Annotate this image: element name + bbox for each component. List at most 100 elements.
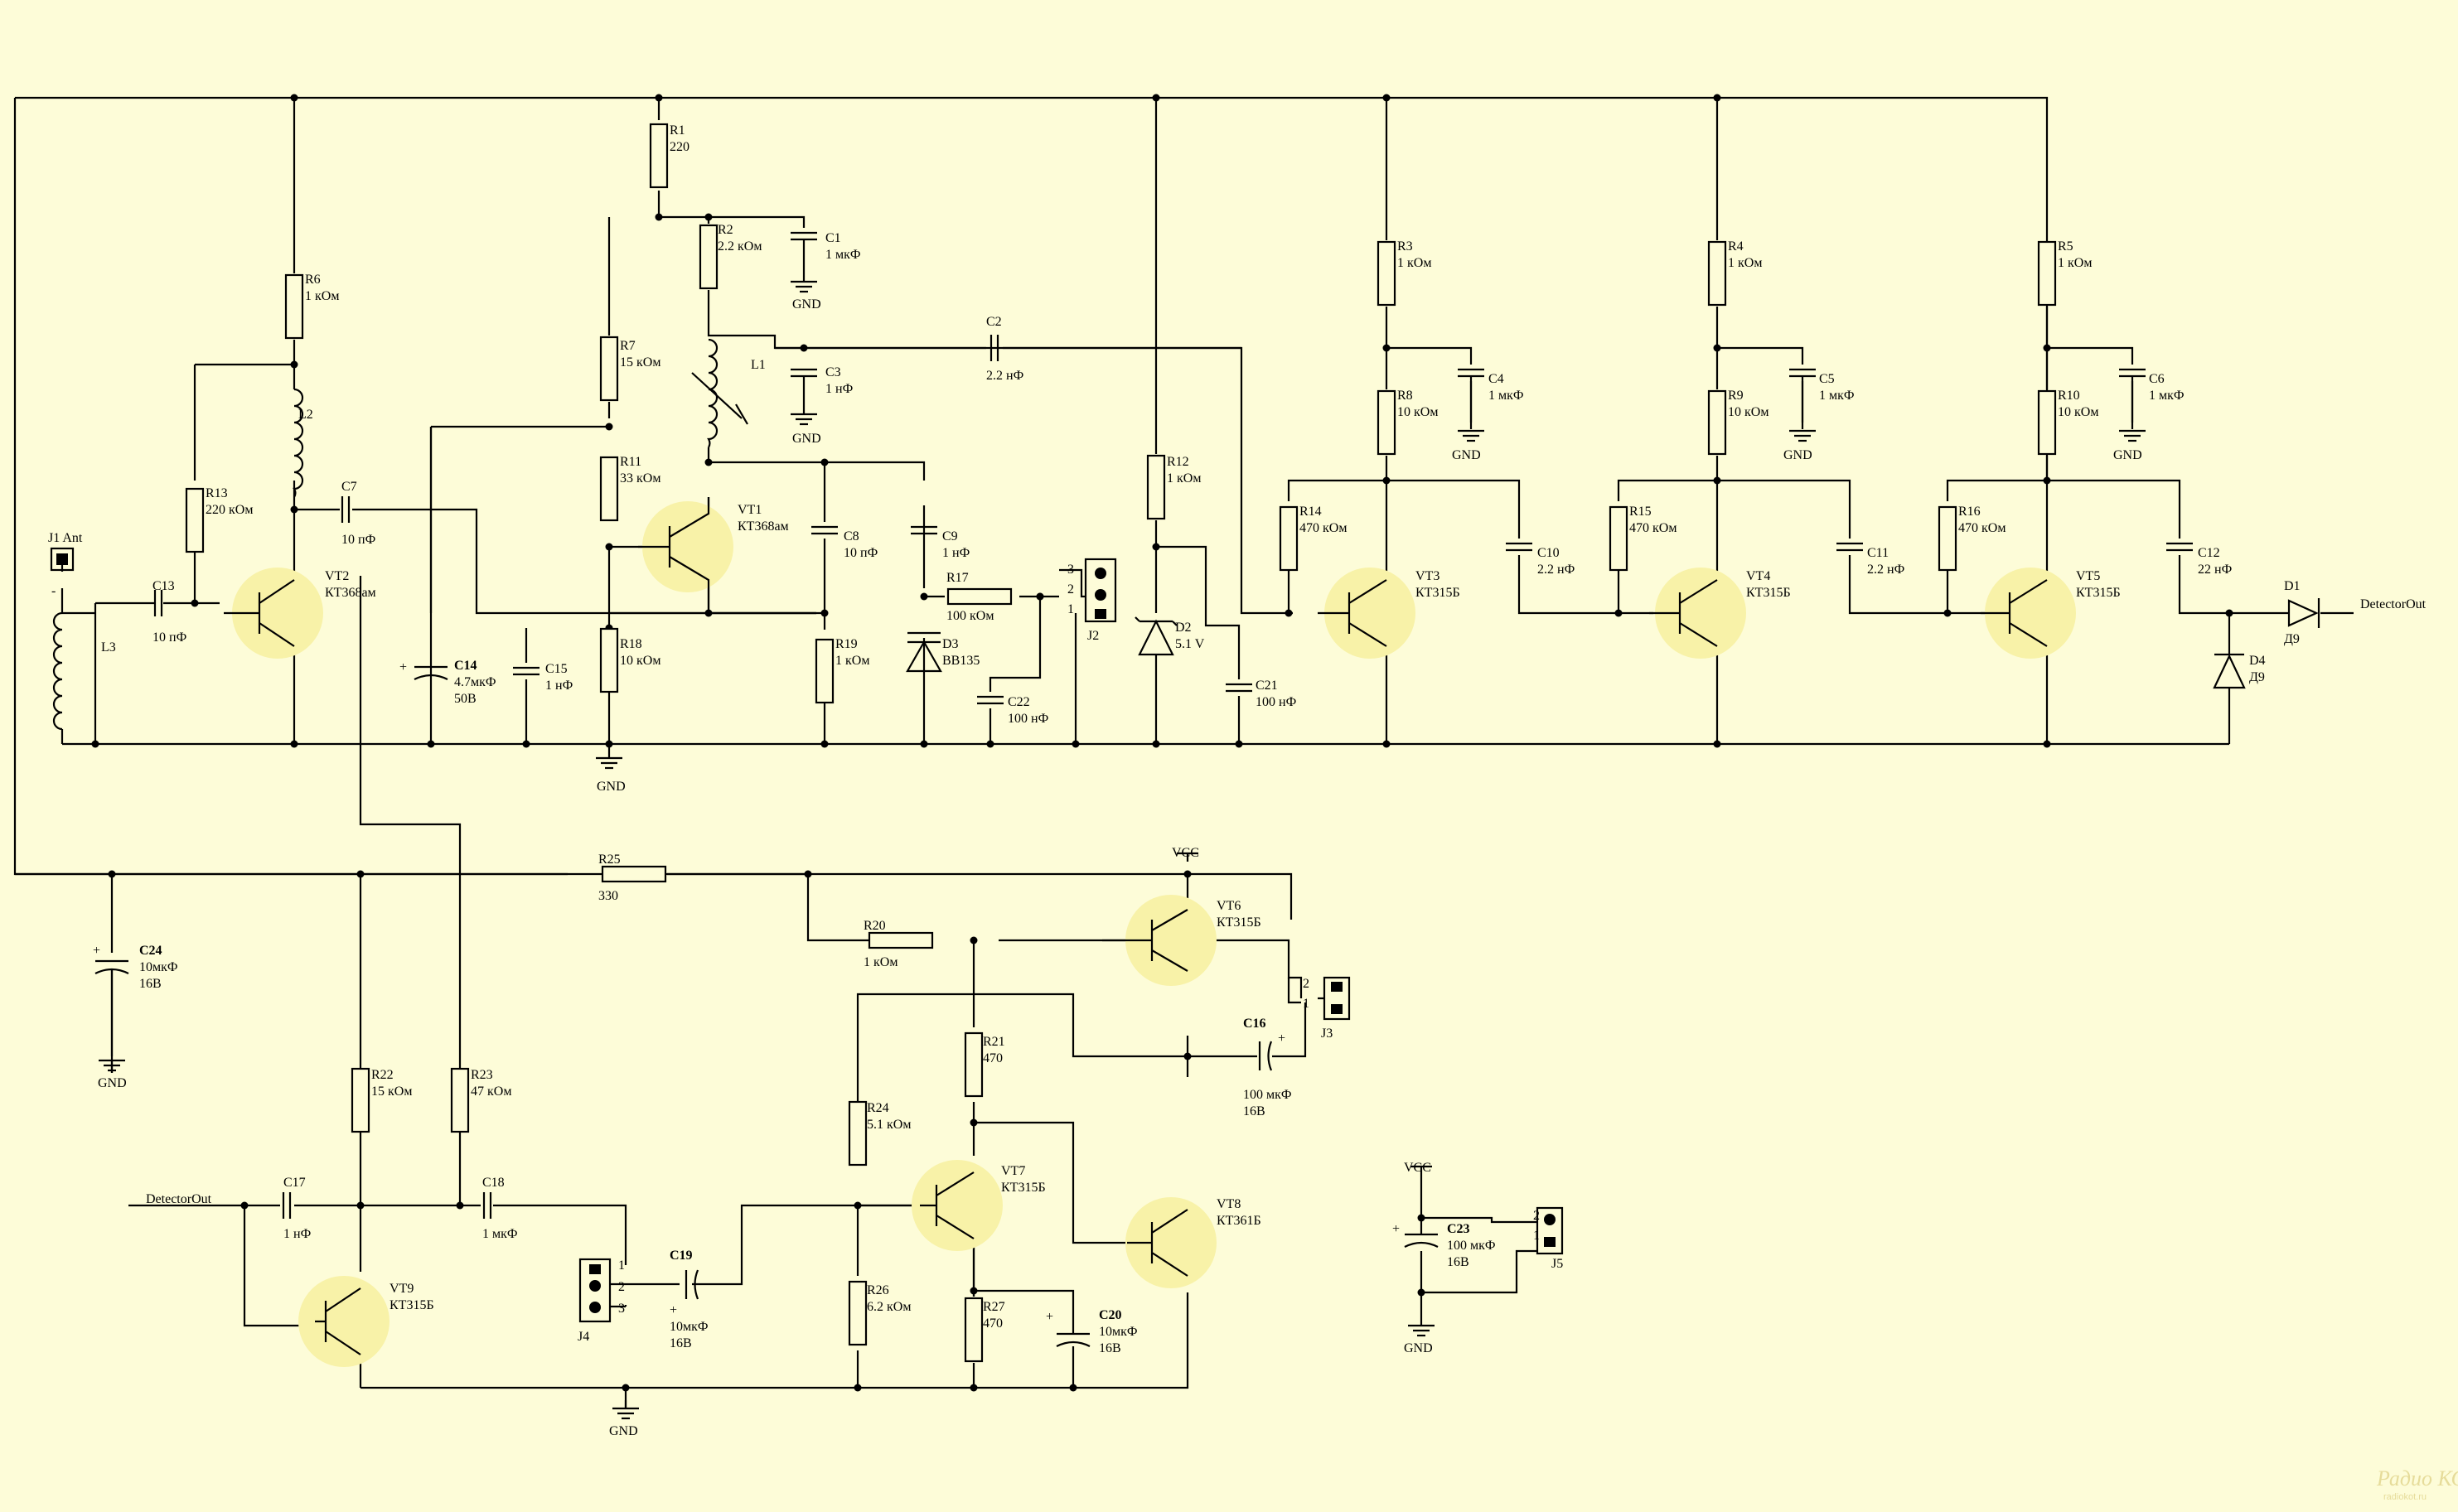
gnd-c4: GND bbox=[1452, 448, 1481, 462]
vt1-symbol bbox=[638, 497, 733, 613]
value-c6: 1 мкФ bbox=[2149, 389, 2185, 403]
connectors bbox=[50, 547, 1564, 1323]
value-c18: 1 мкФ bbox=[482, 1227, 518, 1241]
value-c22: 100 нФ bbox=[1008, 712, 1048, 726]
value-c7: 10 пФ bbox=[341, 533, 375, 547]
label-c15: C15 bbox=[545, 662, 568, 676]
value-c8: 10 пФ bbox=[844, 546, 878, 560]
value-c11: 2.2 нФ bbox=[1867, 563, 1904, 577]
value-r12: 1 кОм bbox=[1167, 471, 1201, 485]
vt5-symbol bbox=[1981, 568, 2076, 659]
label-c23: C23 bbox=[1447, 1222, 1470, 1236]
value-vt1: КТ368ам bbox=[738, 519, 789, 534]
value-r1: 220 bbox=[670, 140, 689, 154]
value-r4: 1 кОм bbox=[1728, 256, 1762, 270]
label-r6: R6 bbox=[305, 273, 321, 287]
value-r11: 33 кОм bbox=[620, 471, 660, 485]
value-vt3: КТ315Б bbox=[1415, 586, 1460, 600]
resistors bbox=[185, 123, 2057, 1363]
gnd-c24: GND bbox=[98, 1076, 127, 1090]
vt6-symbol bbox=[1102, 895, 1217, 986]
label-r1: R1 bbox=[670, 123, 685, 138]
vt2-symbol bbox=[224, 568, 323, 659]
label-j1: J1 Ant bbox=[48, 531, 83, 545]
value-r10: 10 кОм bbox=[2058, 405, 2098, 419]
label-d4: D4 bbox=[2249, 654, 2266, 668]
label-vcc-2: VCC bbox=[1404, 1161, 1431, 1175]
value-r16: 470 кОм bbox=[1958, 521, 2006, 535]
label-c9: C9 bbox=[942, 529, 958, 543]
value-r2: 2.2 кОм bbox=[718, 239, 762, 254]
value-r26: 6.2 кОм bbox=[867, 1300, 911, 1314]
value-vt4: КТ315Б bbox=[1746, 586, 1791, 600]
label-c16: C16 bbox=[1243, 1017, 1266, 1031]
value-c17: 1 нФ bbox=[283, 1227, 311, 1241]
j2-pin1: 1 bbox=[1067, 602, 1074, 616]
label-d3: D3 bbox=[942, 637, 959, 651]
value-r17: 100 кОм bbox=[946, 609, 994, 623]
label-c4: C4 bbox=[1488, 372, 1504, 386]
label-r10: R10 bbox=[2058, 389, 2080, 403]
watermark-url: radiokot.ru bbox=[2383, 1492, 2427, 1502]
value-d3: BB135 bbox=[942, 654, 980, 668]
label-vt5: VT5 bbox=[2076, 569, 2100, 583]
value-r25: 330 bbox=[598, 889, 618, 903]
label-c19: C19 bbox=[670, 1249, 693, 1263]
label-c3: C3 bbox=[825, 365, 841, 379]
value-c19: 10мкФ bbox=[670, 1320, 709, 1334]
value2-c16: 16В bbox=[1243, 1104, 1265, 1118]
j5-pin2: 2 bbox=[1533, 1209, 1540, 1223]
value2-c23: 16В bbox=[1447, 1255, 1469, 1269]
label-c7: C7 bbox=[341, 480, 357, 494]
label-c6: C6 bbox=[2149, 372, 2165, 386]
label-r24: R24 bbox=[867, 1101, 889, 1115]
label-c18: C18 bbox=[482, 1176, 505, 1190]
j1-minus: - bbox=[51, 584, 56, 598]
value-c2: 2.2 нФ bbox=[986, 369, 1023, 383]
value-r8: 10 кОм bbox=[1397, 405, 1438, 419]
transistors bbox=[224, 497, 2076, 1367]
label-r4: R4 bbox=[1728, 239, 1744, 254]
value-c13: 10 пФ bbox=[152, 630, 186, 645]
value-r13: 220 кОм bbox=[206, 503, 253, 517]
c16-plus: + bbox=[1278, 1031, 1285, 1046]
c20-plus: + bbox=[1046, 1310, 1053, 1324]
label-r15: R15 bbox=[1629, 505, 1652, 519]
label-r21: R21 bbox=[983, 1035, 1005, 1049]
watermark-logo: Радио КОТ bbox=[2376, 1466, 2458, 1490]
label-r11: R11 bbox=[620, 455, 641, 469]
capacitors bbox=[94, 231, 2194, 1347]
value-r14: 470 кОм bbox=[1299, 521, 1347, 535]
net-detectorout-in: DetectorOut bbox=[146, 1192, 212, 1206]
gnd-c5: GND bbox=[1783, 448, 1812, 462]
value-vt8: КТ361Б bbox=[1217, 1214, 1261, 1228]
diodes bbox=[906, 598, 2320, 689]
label-r12: R12 bbox=[1167, 455, 1189, 469]
label-vt2: VT2 bbox=[325, 569, 349, 583]
value-c14: 4.7мкФ bbox=[454, 675, 496, 689]
label-c13: C13 bbox=[152, 579, 175, 593]
value-r7: 15 кОм bbox=[620, 355, 660, 370]
label-vt4: VT4 bbox=[1746, 569, 1770, 583]
value-r15: 470 кОм bbox=[1629, 521, 1677, 535]
label-vt8: VT8 bbox=[1217, 1197, 1241, 1211]
label-c5: C5 bbox=[1819, 372, 1835, 386]
inductors bbox=[52, 338, 748, 731]
value-r18: 10 кОм bbox=[620, 654, 660, 668]
value-d2: 5.1 V bbox=[1175, 637, 1205, 651]
label-c21: C21 bbox=[1256, 679, 1278, 693]
label-r27: R27 bbox=[983, 1300, 1005, 1314]
label-r22: R22 bbox=[371, 1068, 394, 1082]
net-detectorout: DetectorOut bbox=[2360, 597, 2427, 611]
value-c21: 100 нФ bbox=[1256, 695, 1296, 709]
value-r21: 470 bbox=[983, 1051, 1003, 1065]
label-r5: R5 bbox=[2058, 239, 2073, 254]
label-c24: C24 bbox=[139, 944, 162, 958]
label-r25: R25 bbox=[598, 853, 621, 867]
value-d4: Д9 bbox=[2249, 670, 2265, 684]
value-r20: 1 кОм bbox=[864, 955, 898, 969]
value-r6: 1 кОм bbox=[305, 289, 339, 303]
value-r19: 1 кОм bbox=[835, 654, 869, 668]
value-vt2: КТ368ам bbox=[325, 586, 376, 600]
j4-pin3: 3 bbox=[618, 1302, 625, 1316]
